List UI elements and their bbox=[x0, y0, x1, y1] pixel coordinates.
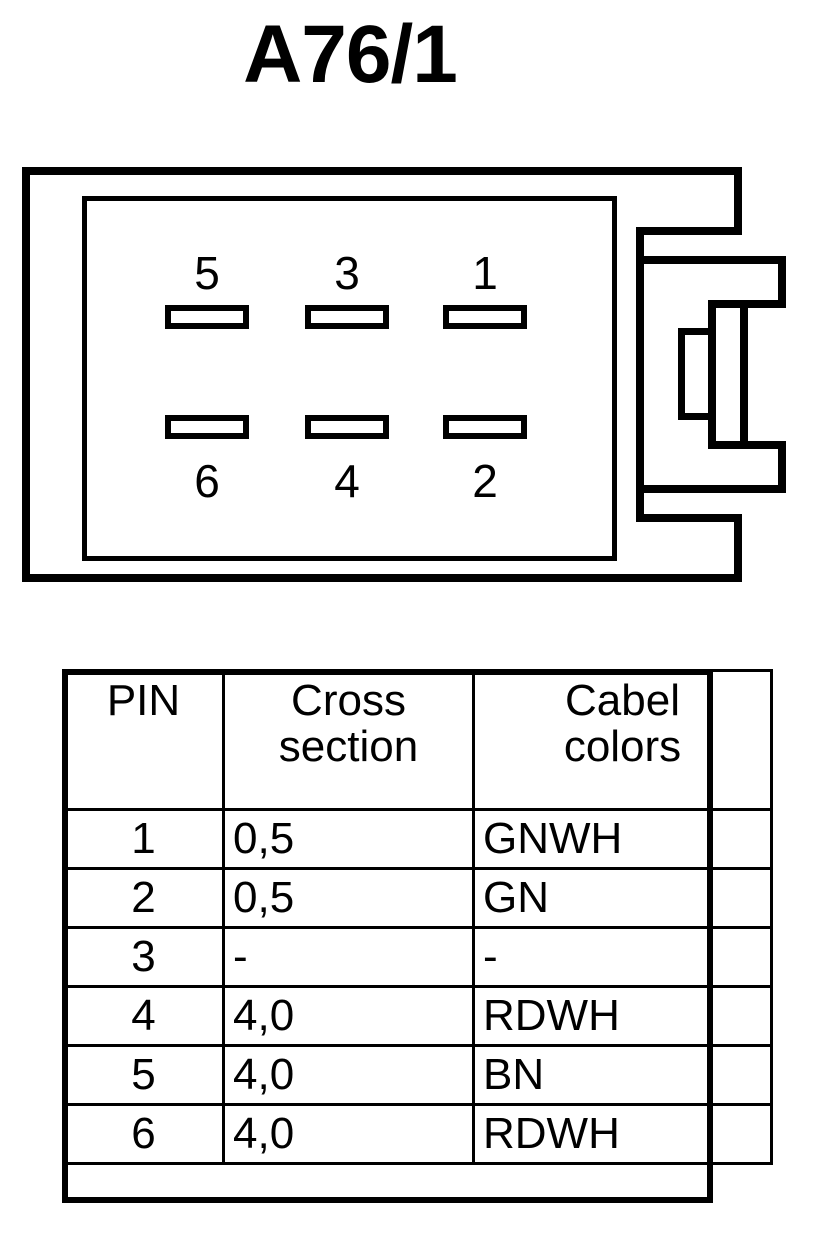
table-body: 1 0,5 GNWH 2 0,5 GN 3 - - 4 4,0 RDWH 5 4… bbox=[62, 808, 773, 1165]
latch-nub-left bbox=[678, 328, 685, 420]
cell-pin: 2 bbox=[62, 867, 225, 929]
pin-slot-6 bbox=[165, 415, 249, 439]
header-cabel-colors-line2: colors bbox=[563, 722, 682, 772]
cell-cross-section: 0,5 bbox=[222, 867, 475, 929]
pin-slot-5 bbox=[165, 305, 249, 329]
latch-tab-right bbox=[740, 300, 748, 449]
connector-body-top-edge bbox=[82, 196, 617, 201]
cell-cabel-colors: RDWH bbox=[472, 985, 773, 1047]
connector-body-right-edge bbox=[612, 196, 617, 561]
cell-cross-section: 0,5 bbox=[222, 808, 475, 870]
cell-cabel-colors: - bbox=[472, 926, 773, 988]
latch-step-bottom bbox=[636, 514, 742, 522]
connector-shell-top-edge bbox=[22, 167, 742, 175]
cell-cabel-colors: GNWH bbox=[472, 808, 773, 870]
table-row: 4 4,0 RDWH bbox=[62, 985, 773, 1047]
cell-cross-section: 4,0 bbox=[222, 985, 475, 1047]
header-cross-section-line2: section bbox=[278, 722, 419, 772]
pin-slot-1 bbox=[443, 305, 527, 329]
page-title: A76/1 bbox=[243, 9, 458, 100]
table-row: 6 4,0 RDWH bbox=[62, 1103, 773, 1165]
connector-diagram: 5 3 1 6 4 2 bbox=[0, 150, 832, 610]
table-row: 1 0,5 GNWH bbox=[62, 808, 773, 870]
cell-cabel-colors: RDWH bbox=[472, 1103, 773, 1165]
latch-tab-left bbox=[708, 300, 716, 449]
cell-pin: 6 bbox=[62, 1103, 225, 1165]
latch-nub-top bbox=[678, 328, 716, 335]
connector-shell-bottom-edge bbox=[22, 574, 742, 582]
header-cross-section: Cross section bbox=[222, 669, 475, 811]
table-header-row: PIN Cross section Cabel colors bbox=[62, 669, 773, 811]
latch-shoulder-right-lower bbox=[778, 441, 786, 493]
cell-pin: 4 bbox=[62, 985, 225, 1047]
pin-slot-4 bbox=[305, 415, 389, 439]
header-cabel-colors-line1: Cabel bbox=[565, 676, 680, 725]
pin-label-4: 4 bbox=[334, 455, 360, 507]
connector-shell-right-edge-upper bbox=[734, 167, 742, 227]
cell-cabel-colors: GN bbox=[472, 867, 773, 929]
cell-cabel-colors: BN bbox=[472, 1044, 773, 1106]
header-cabel-colors: Cabel colors bbox=[472, 669, 773, 811]
connector-shell-left-edge bbox=[22, 167, 30, 582]
latch-step-left bbox=[636, 227, 644, 522]
latch-shoulder-bottom bbox=[644, 485, 786, 493]
pin-label-6: 6 bbox=[194, 455, 220, 507]
cell-cross-section: 4,0 bbox=[222, 1103, 475, 1165]
latch-step-top bbox=[636, 227, 742, 235]
pin-label-1: 1 bbox=[472, 247, 498, 299]
header-cross-section-line1: Cross bbox=[291, 676, 406, 725]
table-row: 3 - - bbox=[62, 926, 773, 988]
pin-label-2: 2 bbox=[472, 455, 498, 507]
table-row: 5 4,0 BN bbox=[62, 1044, 773, 1106]
latch-shoulder-top bbox=[644, 256, 786, 264]
pin-slot-2 bbox=[443, 415, 527, 439]
cell-pin: 5 bbox=[62, 1044, 225, 1106]
latch-shoulder-right-upper bbox=[778, 256, 786, 308]
cell-cross-section: - bbox=[222, 926, 475, 988]
table-row: 2 0,5 GN bbox=[62, 867, 773, 929]
cell-pin: 3 bbox=[62, 926, 225, 988]
pin-assignment-table: PIN Cross section Cabel colors 1 0,5 GNW… bbox=[62, 669, 773, 1165]
connector-shell-right-edge-lower bbox=[734, 522, 742, 582]
connector-body-bottom-edge bbox=[82, 556, 617, 561]
latch-nub-bottom bbox=[678, 413, 716, 420]
cell-pin: 1 bbox=[62, 808, 225, 870]
header-pin: PIN bbox=[62, 669, 225, 811]
connector-body-left-edge bbox=[82, 196, 87, 561]
pin-slot-3 bbox=[305, 305, 389, 329]
pin-label-5: 5 bbox=[194, 247, 220, 299]
pin-label-3: 3 bbox=[334, 247, 360, 299]
cell-cross-section: 4,0 bbox=[222, 1044, 475, 1106]
